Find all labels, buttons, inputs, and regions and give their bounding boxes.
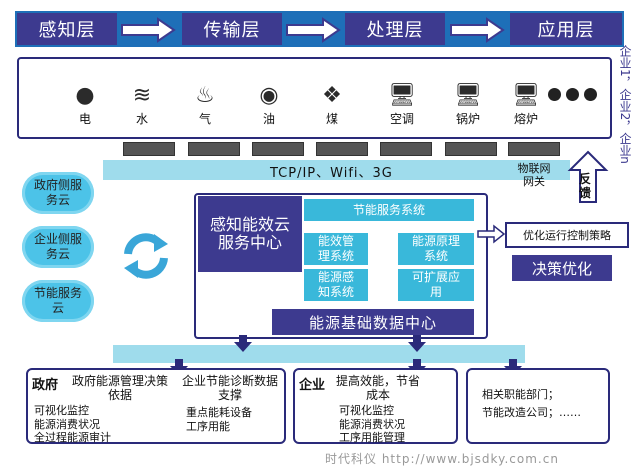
gov-subtitle: 政府能源管理决策依据 — [71, 374, 168, 402]
sensor-gas: ♨气 — [190, 80, 220, 127]
sensor-label: 水 — [135, 112, 148, 126]
arrow-down-icon — [408, 335, 426, 352]
sensor-label: 煤 — [325, 112, 338, 126]
watermark: 时代科仪 http://www.bjsdky.com.cn — [325, 452, 559, 466]
sync-icon — [124, 233, 168, 279]
ent-diag-item: 重点能耗设备 — [186, 406, 252, 419]
data-center-box: 能源基础数据中心 — [272, 309, 474, 335]
server-icon — [123, 142, 175, 156]
enterprise-box: 企业 提高效能，节省成本 可视化监控 能源消费状况 工序用能管理 — [293, 368, 458, 444]
sensor-boiler: 🖥 锅炉 — [448, 80, 488, 127]
module-principle: 能源原理系统 — [398, 233, 474, 265]
sensor-electricity: ●电 — [70, 80, 100, 127]
center-title: 感知能效云服务中心 — [198, 196, 302, 272]
module-efficiency: 能效管理系统 — [304, 233, 368, 265]
gov-title: 政府 — [32, 378, 59, 393]
ent-item: 能源消费状况 — [339, 418, 405, 431]
arrow-right-icon — [477, 224, 506, 244]
transport-bar — [103, 160, 570, 180]
sensor-oil: ◉油 — [254, 80, 284, 127]
sensor-water: ≋水 — [127, 80, 157, 127]
service-system-box: 节能服务系统 — [304, 199, 474, 221]
gov-item: 可视化监控 — [34, 404, 89, 417]
arrow-right-icon — [286, 17, 341, 43]
arrow-right-icon — [121, 17, 176, 43]
sensor-ac: 🖥 空调 — [382, 80, 422, 127]
strategy-box: 优化运行控制策略 — [505, 222, 629, 248]
server-icon — [188, 142, 240, 156]
ent-item: 可视化监控 — [339, 404, 394, 417]
arrow-down-icon — [408, 359, 426, 376]
arrow-up-icon — [567, 150, 609, 203]
transport-label: TCP/IP、Wifi、3G — [270, 166, 393, 181]
module-extensible: 可扩展应用 — [398, 269, 474, 301]
server-icon — [252, 142, 304, 156]
bulb-icon: ● — [75, 82, 95, 108]
server-icon — [445, 142, 497, 156]
distribution-bar — [113, 345, 525, 363]
arrow-down-icon — [234, 335, 252, 352]
arrow-down-icon — [504, 359, 522, 376]
sensor-furnace: 🖥 熔炉 — [506, 80, 546, 127]
ent-subtitle: 提高效能，节省成本 — [335, 374, 420, 402]
arrow-right-icon — [450, 17, 505, 43]
ent-item: 工序用能管理 — [339, 431, 405, 444]
center-frame — [194, 193, 488, 339]
others-item: 节能改造公司；…… — [482, 406, 581, 419]
arrow-down-icon — [170, 359, 188, 376]
feedback-label: 反馈 — [579, 172, 592, 200]
layer-transport: 传输层 — [182, 13, 282, 45]
iot-gateway-label: 物联网网关 — [517, 162, 551, 188]
ent-diag-title: 企业节能诊断数据支撑 — [181, 374, 278, 402]
others-item: 相关职能部门； — [482, 388, 559, 401]
module-sensing: 能源感知系统 — [304, 269, 368, 301]
sensor-label: 熔炉 — [513, 112, 538, 126]
sensor-label: 油 — [262, 112, 275, 126]
sensor-coal: ❖煤 — [317, 80, 347, 127]
others-box: 相关职能部门； 节能改造公司；…… — [466, 368, 610, 444]
server-icon — [316, 142, 368, 156]
gov-item: 能源消费状况 — [34, 418, 100, 431]
enterprise-list: 企业1，企业2，企业n — [618, 45, 632, 164]
cloud-energy-saving: 节能服务云 — [22, 280, 94, 322]
layer-processing: 处理层 — [345, 13, 445, 45]
sensor-label: 锅炉 — [455, 112, 480, 126]
monitor-icon: 🖥 — [454, 82, 482, 108]
monitor-icon: 🖥 — [388, 82, 416, 108]
water-icon: ≋ — [132, 82, 152, 108]
cloud-enterprise: 企业侧服务云 — [22, 226, 94, 268]
gov-enterprise-box: 政府 政府能源管理决策依据 可视化监控 能源消费状况 全过程能源审计 企业节能诊… — [26, 368, 286, 444]
more-dots-icon — [548, 88, 598, 104]
decision-box: 决策优化 — [512, 255, 612, 281]
layer-application: 应用层 — [510, 13, 622, 45]
ent-title: 企业 — [299, 378, 326, 393]
coal-icon: ❖ — [322, 82, 342, 108]
sensor-label: 气 — [198, 112, 211, 126]
layer-sensing: 感知层 — [17, 13, 117, 45]
sensor-label: 电 — [78, 112, 91, 126]
monitor-icon: 🖥 — [512, 82, 540, 108]
sensor-panel — [17, 57, 612, 139]
flame-icon: ♨ — [195, 82, 215, 108]
cloud-government: 政府侧服务云 — [22, 172, 94, 214]
sensor-label: 空调 — [389, 112, 414, 126]
server-icon — [508, 142, 560, 156]
oil-icon: ◉ — [259, 82, 279, 108]
server-icon — [380, 142, 432, 156]
ent-diag-item: 工序用能 — [186, 420, 230, 433]
gov-item: 全过程能源审计 — [34, 431, 111, 444]
